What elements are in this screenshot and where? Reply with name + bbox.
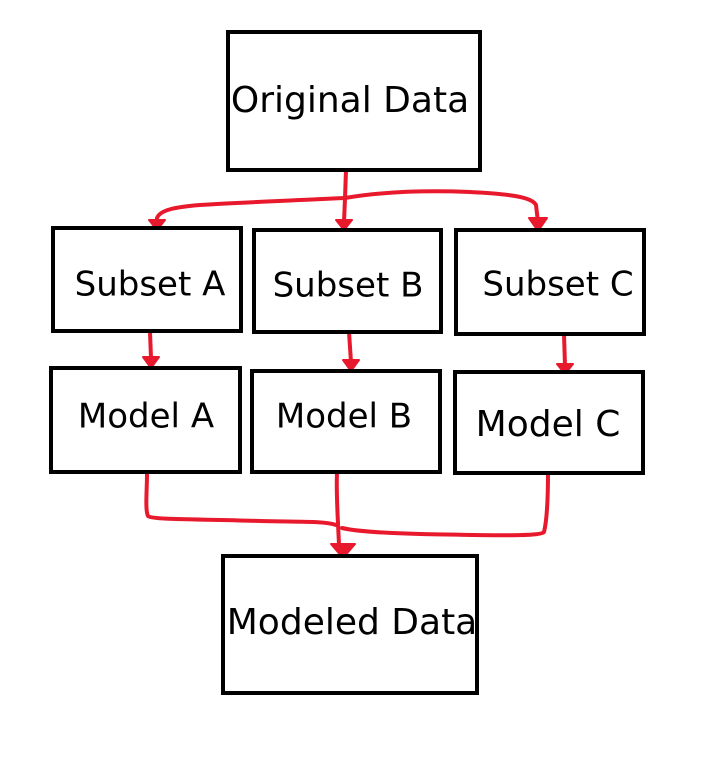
model-b-label: Model B — [276, 397, 412, 437]
edge-model-c-to-modeled — [340, 470, 550, 538]
subset-c-box — [454, 228, 646, 336]
model-c-box — [453, 370, 645, 475]
subset-a-box — [51, 226, 243, 333]
model-a-box — [49, 366, 242, 474]
edge-subset-a-to-model-a — [148, 330, 153, 360]
arrowhead-modeled — [330, 543, 356, 559]
node-modeled-data: Modeled Data — [221, 554, 479, 695]
arrowhead-model-c — [556, 363, 574, 375]
edge-original-trunk — [343, 168, 348, 200]
model-b-box — [250, 369, 442, 474]
node-model-b: Model B — [250, 369, 442, 474]
arrowhead-model-a — [142, 356, 160, 369]
edge-original-to-subset-c — [343, 189, 540, 224]
edge-original-to-subset-a — [155, 196, 347, 220]
node-model-a: Model A — [49, 366, 242, 474]
node-subset-a: Subset A — [51, 226, 243, 333]
modeled-data-label: Modeled Data — [227, 602, 478, 643]
arrowhead-subset-b — [335, 219, 353, 231]
subset-c-label: Subset C — [482, 265, 633, 305]
node-original-data: Original Data — [226, 30, 482, 172]
subset-a-label: Subset A — [75, 265, 226, 305]
arrowhead-model-b — [342, 359, 360, 372]
edge-model-b-to-modeled — [334, 470, 341, 547]
model-a-label: Model A — [78, 397, 214, 437]
node-model-c: Model C — [453, 370, 645, 475]
arrowhead-subset-c — [528, 217, 548, 232]
edge-original-to-subset-b — [342, 196, 347, 224]
arrowhead-subset-a — [148, 219, 166, 231]
connectors — [142, 168, 574, 559]
model-c-label: Model C — [476, 404, 621, 445]
original-data-label: Original Data — [231, 80, 469, 121]
modeled-data-box — [221, 554, 479, 695]
original-data-box — [226, 30, 482, 172]
edge-subset-c-to-model-c — [562, 332, 567, 368]
edge-subset-b-to-model-b — [347, 330, 353, 364]
node-subset-c: Subset C — [454, 228, 646, 336]
subset-b-box — [252, 228, 443, 334]
node-subset-b: Subset B — [252, 228, 443, 334]
subset-b-label: Subset B — [273, 266, 424, 306]
edge-model-a-to-modeled — [144, 472, 338, 527]
